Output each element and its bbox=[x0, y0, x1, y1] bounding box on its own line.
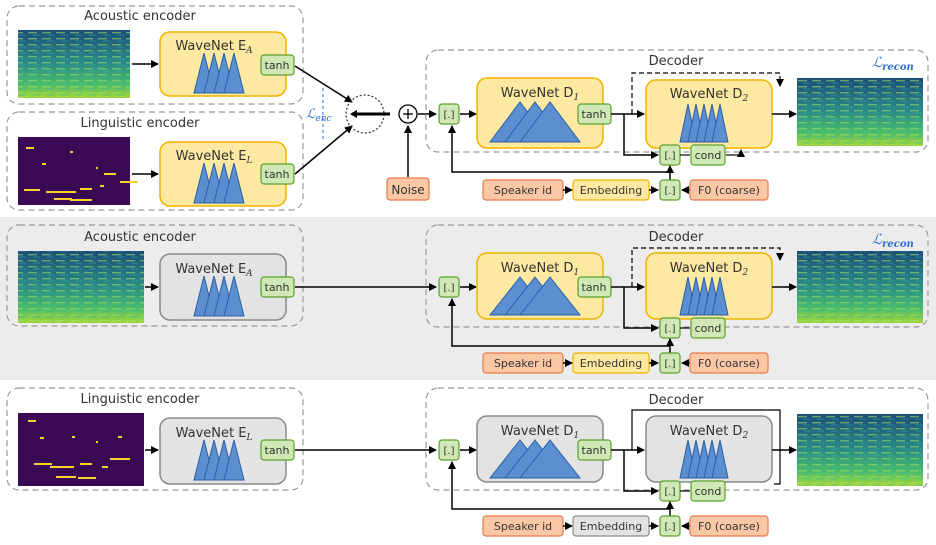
output-spectrogram-2 bbox=[797, 251, 923, 323]
embedding-label-1: Embedding bbox=[580, 184, 642, 197]
wavenet-d2-label-2: WaveNet D bbox=[670, 261, 743, 276]
tanh-ea-box bbox=[260, 54, 295, 76]
tanh-d1-label: tanh bbox=[582, 108, 607, 121]
linguistic-encoder-group-3 bbox=[6, 387, 304, 491]
wavenet-d1-triangles-2 bbox=[488, 276, 582, 316]
speaker-id-label-2: Speaker id bbox=[494, 357, 552, 370]
wavenet-el-label-3: WaveNet E bbox=[176, 426, 247, 441]
output-spectrogram-3 bbox=[797, 414, 923, 486]
svg-text:[.]: [.] bbox=[665, 359, 676, 370]
embedding-label-3: Embedding bbox=[580, 520, 642, 533]
embedding-label-2: Embedding bbox=[580, 357, 642, 370]
svg-text:tanh: tanh bbox=[582, 281, 607, 294]
cond-label-2: cond bbox=[695, 322, 722, 335]
svg-text:WaveNet D2: WaveNet D2 bbox=[670, 87, 749, 104]
input-piano-roll-3 bbox=[18, 413, 144, 486]
row-3: Linguistic encoder WaveNet EL tanh Decod… bbox=[6, 387, 929, 537]
wavenet-el-triangles-3 bbox=[193, 439, 245, 481]
svg-text:WaveNet D1: WaveNet D1 bbox=[501, 261, 579, 278]
cond-label-1: cond bbox=[695, 149, 722, 162]
input-piano-roll bbox=[18, 137, 138, 205]
tanh-el-label-3: tanh bbox=[265, 444, 290, 457]
wavenet-d2-triangles-3 bbox=[679, 439, 729, 479]
wavenet-ea-sub: A bbox=[245, 46, 253, 56]
f0-label-1: F0 (coarse) bbox=[698, 184, 760, 197]
middle-panel-background bbox=[0, 217, 936, 380]
row-2: Acoustic encoder WaveNet EA tanh Decoder… bbox=[6, 224, 929, 374]
wavenet-ea-label: WaveNet E bbox=[175, 39, 246, 54]
input-spectrogram-2 bbox=[18, 251, 144, 323]
wavenet-d2-label-3: WaveNet D bbox=[670, 424, 743, 439]
wavenet-ea-triangles-2 bbox=[193, 275, 245, 317]
svg-text:WaveNet D2: WaveNet D2 bbox=[670, 424, 749, 441]
svg-text:WaveNet D1: WaveNet D1 bbox=[501, 424, 579, 441]
svg-text:tanh: tanh bbox=[582, 444, 607, 457]
concat-label-1: [.] bbox=[444, 110, 455, 121]
svg-text:WaveNet D2: WaveNet D2 bbox=[670, 261, 749, 278]
svg-text:WaveNet EA: WaveNet EA bbox=[175, 39, 253, 56]
loss-enc-label: ℒenc bbox=[306, 107, 332, 124]
f0-box-1 bbox=[689, 179, 769, 201]
loss-recon-label: ℒrecon bbox=[872, 55, 914, 73]
noise-label: Noise bbox=[391, 183, 424, 197]
linguistic-encoder-label-3: Linguistic encoder bbox=[81, 392, 201, 407]
wavenet-d1-triangles-3 bbox=[488, 439, 582, 479]
concat-box-1 bbox=[438, 103, 460, 125]
wavenet-d2-label: WaveNet D bbox=[670, 87, 743, 102]
wavenet-d1-label: WaveNet D bbox=[501, 86, 574, 101]
wavenet-d1-triangles bbox=[489, 101, 581, 143]
f0-label-2: F0 (coarse) bbox=[698, 357, 760, 370]
wavenet-el-triangles bbox=[193, 162, 245, 204]
speaker-id-label-3: Speaker id bbox=[494, 520, 552, 533]
wavenet-el-label: WaveNet E bbox=[176, 149, 247, 164]
tanh-ea-label: tanh bbox=[265, 59, 290, 72]
wavenet-d2-triangles-2 bbox=[679, 276, 729, 316]
linguistic-encoder-group bbox=[6, 111, 304, 211]
svg-text:WaveNet D1: WaveNet D1 bbox=[501, 86, 579, 103]
cond-label-3: cond bbox=[695, 485, 722, 498]
decoder-label-3: Decoder bbox=[649, 393, 704, 408]
wavenet-d1-label-2: WaveNet D bbox=[501, 261, 574, 276]
output-spectrogram bbox=[797, 78, 923, 146]
wavenet-ea-label-2: WaveNet E bbox=[175, 262, 246, 277]
wavenet-el-sub: L bbox=[245, 156, 252, 166]
linguistic-encoder-label: Linguistic encoder bbox=[81, 116, 201, 131]
wavenet-d2-triangles bbox=[679, 103, 729, 143]
acoustic-encoder-label: Acoustic encoder bbox=[84, 9, 196, 24]
acoustic-encoder-group bbox=[6, 5, 304, 105]
svg-text:[.]: [.] bbox=[665, 487, 676, 498]
tanh-el-box bbox=[260, 163, 295, 185]
wavenet-ea-triangles bbox=[193, 52, 245, 94]
f0-label-3: F0 (coarse) bbox=[698, 520, 760, 533]
acoustic-encoder-group-2 bbox=[6, 224, 304, 327]
svg-text:[.]: [.] bbox=[444, 446, 455, 457]
svg-text:[.]: [.] bbox=[444, 283, 455, 294]
loss-recon-label-2: ℒrecon bbox=[872, 232, 914, 250]
tanh-el-label: tanh bbox=[265, 168, 290, 181]
svg-text:[.]: [.] bbox=[665, 522, 676, 533]
decoder-label: Decoder bbox=[649, 54, 704, 69]
svg-text:WaveNet EL: WaveNet EL bbox=[176, 149, 253, 166]
acoustic-encoder-label-2: Acoustic encoder bbox=[84, 230, 196, 245]
row-1: Acoustic encoder WaveNet EA tanh Linguis… bbox=[6, 5, 929, 211]
svg-text:WaveNet EL: WaveNet EL bbox=[176, 426, 253, 443]
svg-text:[.]: [.] bbox=[665, 324, 676, 335]
svg-text:[.]: [.] bbox=[665, 151, 676, 162]
svg-text:[.]: [.] bbox=[665, 186, 676, 197]
noise-box bbox=[386, 177, 430, 201]
decoder-label-2: Decoder bbox=[649, 230, 704, 245]
cond-box-1 bbox=[690, 144, 726, 166]
speaker-id-label-1: Speaker id bbox=[494, 184, 552, 197]
input-spectrogram bbox=[18, 30, 130, 98]
tanh-ea-label-2: tanh bbox=[265, 281, 290, 294]
svg-text:WaveNet EA: WaveNet EA bbox=[175, 262, 253, 279]
wavenet-d1-label-3: WaveNet D bbox=[501, 424, 574, 439]
